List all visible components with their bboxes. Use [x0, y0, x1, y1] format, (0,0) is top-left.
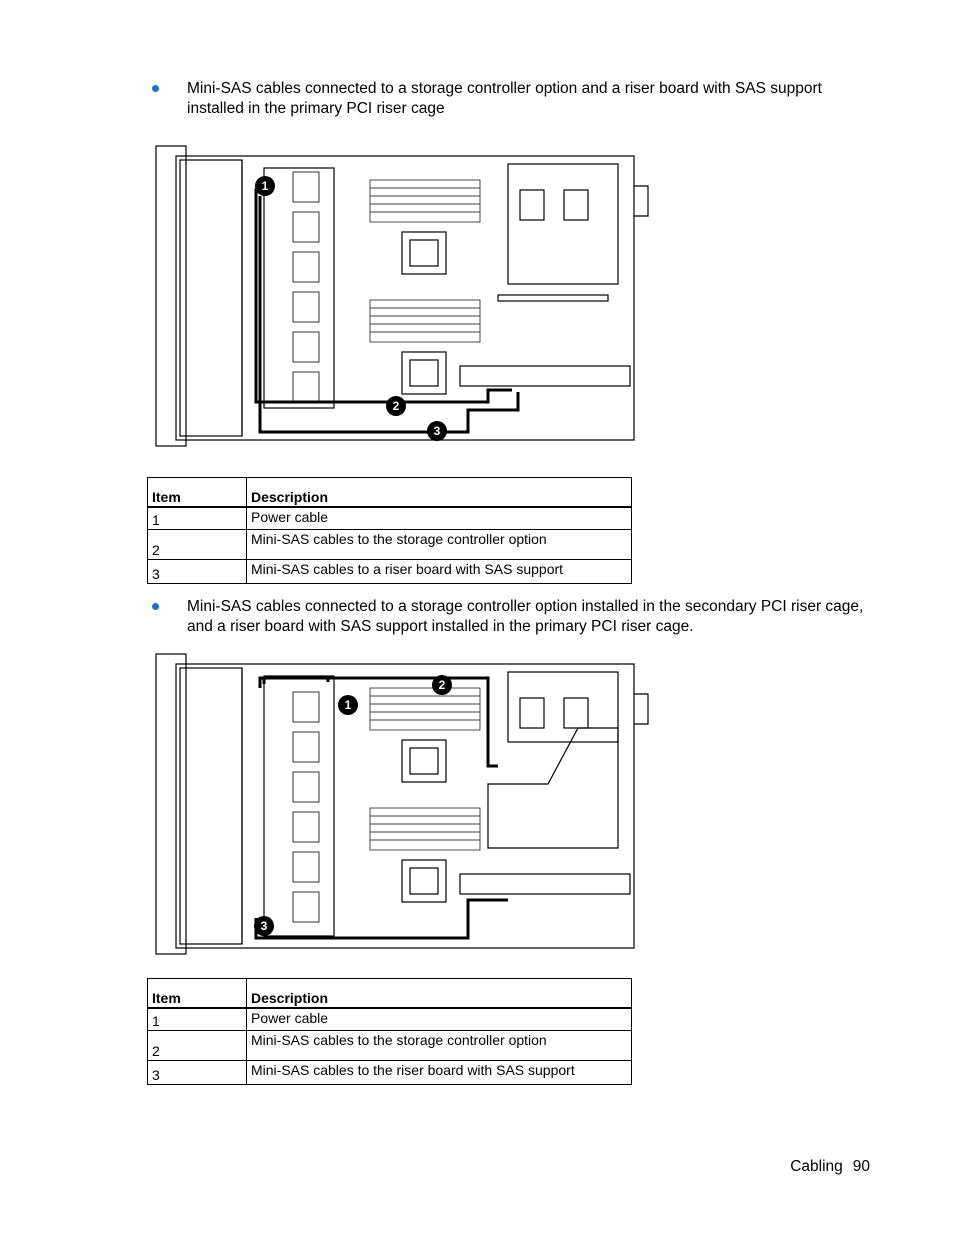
- header-description: Description: [246, 978, 632, 1009]
- table-header-row: Item Description: [147, 477, 632, 508]
- cell-description: Mini-SAS cables to the storage controlle…: [246, 528, 632, 560]
- table-row: 1 Power cable: [147, 1007, 632, 1031]
- cell-description: Power cable: [246, 1007, 632, 1031]
- callout-label: 1: [345, 698, 352, 712]
- item-description-table-2: Item Description 1 Power cable 2 Mini-SA…: [147, 978, 632, 1085]
- table-row: 2 Mini-SAS cables to the storage control…: [147, 1029, 632, 1061]
- header-item: Item: [147, 477, 247, 508]
- cell-item: 2: [147, 1029, 247, 1061]
- bullet-dot: [152, 603, 159, 610]
- cell-item: 1: [147, 1007, 247, 1031]
- bullet-dot: [152, 85, 159, 92]
- table-row: 1 Power cable: [147, 506, 632, 530]
- callout-label: 3: [434, 424, 441, 438]
- page-footer: Cabling 90: [780, 1158, 870, 1176]
- cell-item: 3: [147, 1059, 247, 1085]
- cell-description: Mini-SAS cables to the riser board with …: [246, 1059, 632, 1085]
- callout-label: 2: [393, 399, 400, 413]
- cell-item: 1: [147, 506, 247, 530]
- table-row: 3 Mini-SAS cables to the riser board wit…: [147, 1059, 632, 1085]
- table-row: 3 Mini-SAS cables to a riser board with …: [147, 558, 632, 584]
- cell-description: Power cable: [246, 506, 632, 530]
- table-row: 2 Mini-SAS cables to the storage control…: [147, 528, 632, 560]
- server-cabling-diagram-1: 1 2 3: [155, 145, 649, 447]
- cell-description: Mini-SAS cables to the storage controlle…: [246, 1029, 632, 1061]
- page-number: 90: [852, 1158, 870, 1175]
- bullet-text: Mini-SAS cables connected to a storage c…: [187, 598, 864, 635]
- callout-label: 3: [261, 919, 268, 933]
- header-item: Item: [147, 978, 247, 1009]
- item-description-table-1: Item Description 1 Power cable 2 Mini-SA…: [147, 477, 632, 584]
- cell-description: Mini-SAS cables to a riser board with SA…: [246, 558, 632, 584]
- callout-markers: [255, 176, 447, 441]
- bullet-text: Mini-SAS cables connected to a storage c…: [187, 80, 822, 117]
- callout-label: 2: [439, 678, 446, 692]
- footer-section: Cabling: [790, 1158, 843, 1175]
- callout-markers: [254, 675, 452, 936]
- table-header-row: Item Description: [147, 978, 632, 1009]
- cell-item: 2: [147, 528, 247, 560]
- header-description: Description: [246, 477, 632, 508]
- callout-label: 1: [262, 179, 269, 193]
- server-cabling-diagram-2: 1 2 3: [155, 653, 649, 955]
- cell-item: 3: [147, 558, 247, 584]
